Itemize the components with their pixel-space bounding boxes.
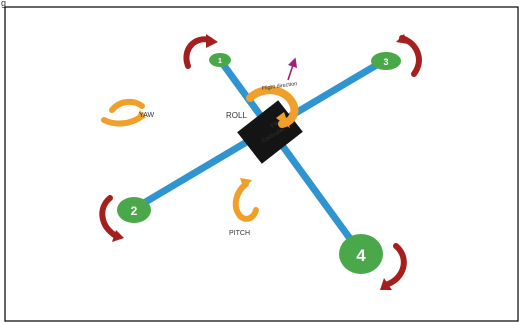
controller-board [237, 100, 303, 164]
motor-2: 2 [117, 197, 151, 223]
motor-3-label: 3 [383, 57, 388, 67]
motor-2-label: 2 [131, 204, 138, 218]
roll-arrow-icon [246, 86, 299, 128]
rotation-arrow-motor-3-icon [396, 34, 422, 77]
roll-label: ROLL [226, 111, 247, 120]
pitch-arrow-icon [232, 178, 259, 222]
figure-frame [4, 6, 519, 322]
arm-1-4 [216, 56, 366, 259]
motor-4: 4 [339, 234, 383, 274]
caption-fragment: g [1, 0, 6, 8]
rotation-arrow-motor-2-icon [99, 195, 124, 242]
motor-1: 1 [209, 53, 231, 67]
motor-4-label: 4 [356, 246, 366, 265]
motor-1-label: 1 [218, 58, 222, 65]
flight-controller: Flight Controller [237, 100, 303, 164]
motor-3: 3 [371, 52, 401, 70]
rotation-arrow-motor-4-icon [380, 243, 407, 290]
yaw-label: YAW [139, 112, 155, 119]
rotation-arrow-motor-1-icon [183, 34, 218, 69]
yaw-arrow-icon [101, 98, 146, 127]
flight-direction-arrow-icon [287, 57, 298, 81]
flight-direction-label: Flight direction [261, 81, 297, 92]
pitch-label: PITCH [229, 230, 250, 237]
